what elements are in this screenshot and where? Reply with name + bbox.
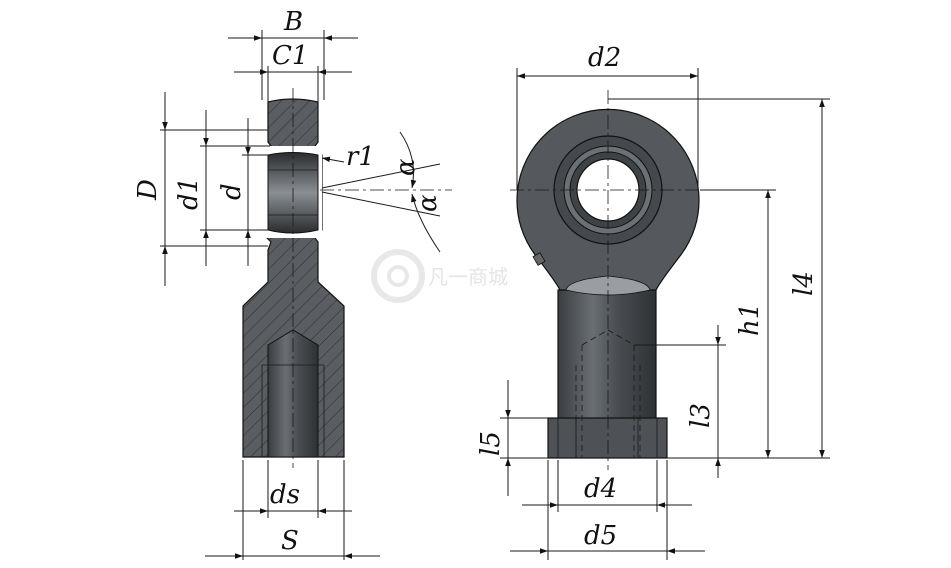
label-S: S: [281, 526, 299, 556]
shank: [557, 289, 657, 423]
label-d5: d5: [584, 521, 617, 551]
label-ds: ds: [270, 480, 300, 510]
label-C1: C1: [272, 41, 308, 71]
label-D: D: [133, 179, 163, 201]
label-alpha-top: α: [391, 158, 421, 176]
label-l4: l4: [789, 271, 819, 296]
label-d: d: [217, 183, 247, 200]
base-hex: [547, 417, 668, 459]
label-r1: r1: [346, 142, 375, 172]
grease-nipple: [532, 252, 546, 266]
label-d1: d1: [174, 177, 204, 210]
front-view: [510, 90, 710, 470]
label-alpha-bottom: α: [413, 194, 443, 212]
label-B: B: [283, 7, 303, 37]
watermark-text: 凡一商城: [428, 265, 508, 289]
label-d2: d2: [588, 43, 621, 73]
label-l3: l3: [686, 403, 716, 428]
label-d4: d4: [584, 474, 617, 504]
right-dimensions: d2 l4 h1 l3 l5 d4: [476, 43, 830, 560]
watermark: 凡一商城: [371, 249, 508, 303]
section-view: [242, 88, 345, 468]
label-l5: l5: [476, 431, 506, 456]
label-h1: h1: [735, 303, 765, 336]
left-dimensions: B C1 D d1 d r1: [133, 7, 452, 560]
